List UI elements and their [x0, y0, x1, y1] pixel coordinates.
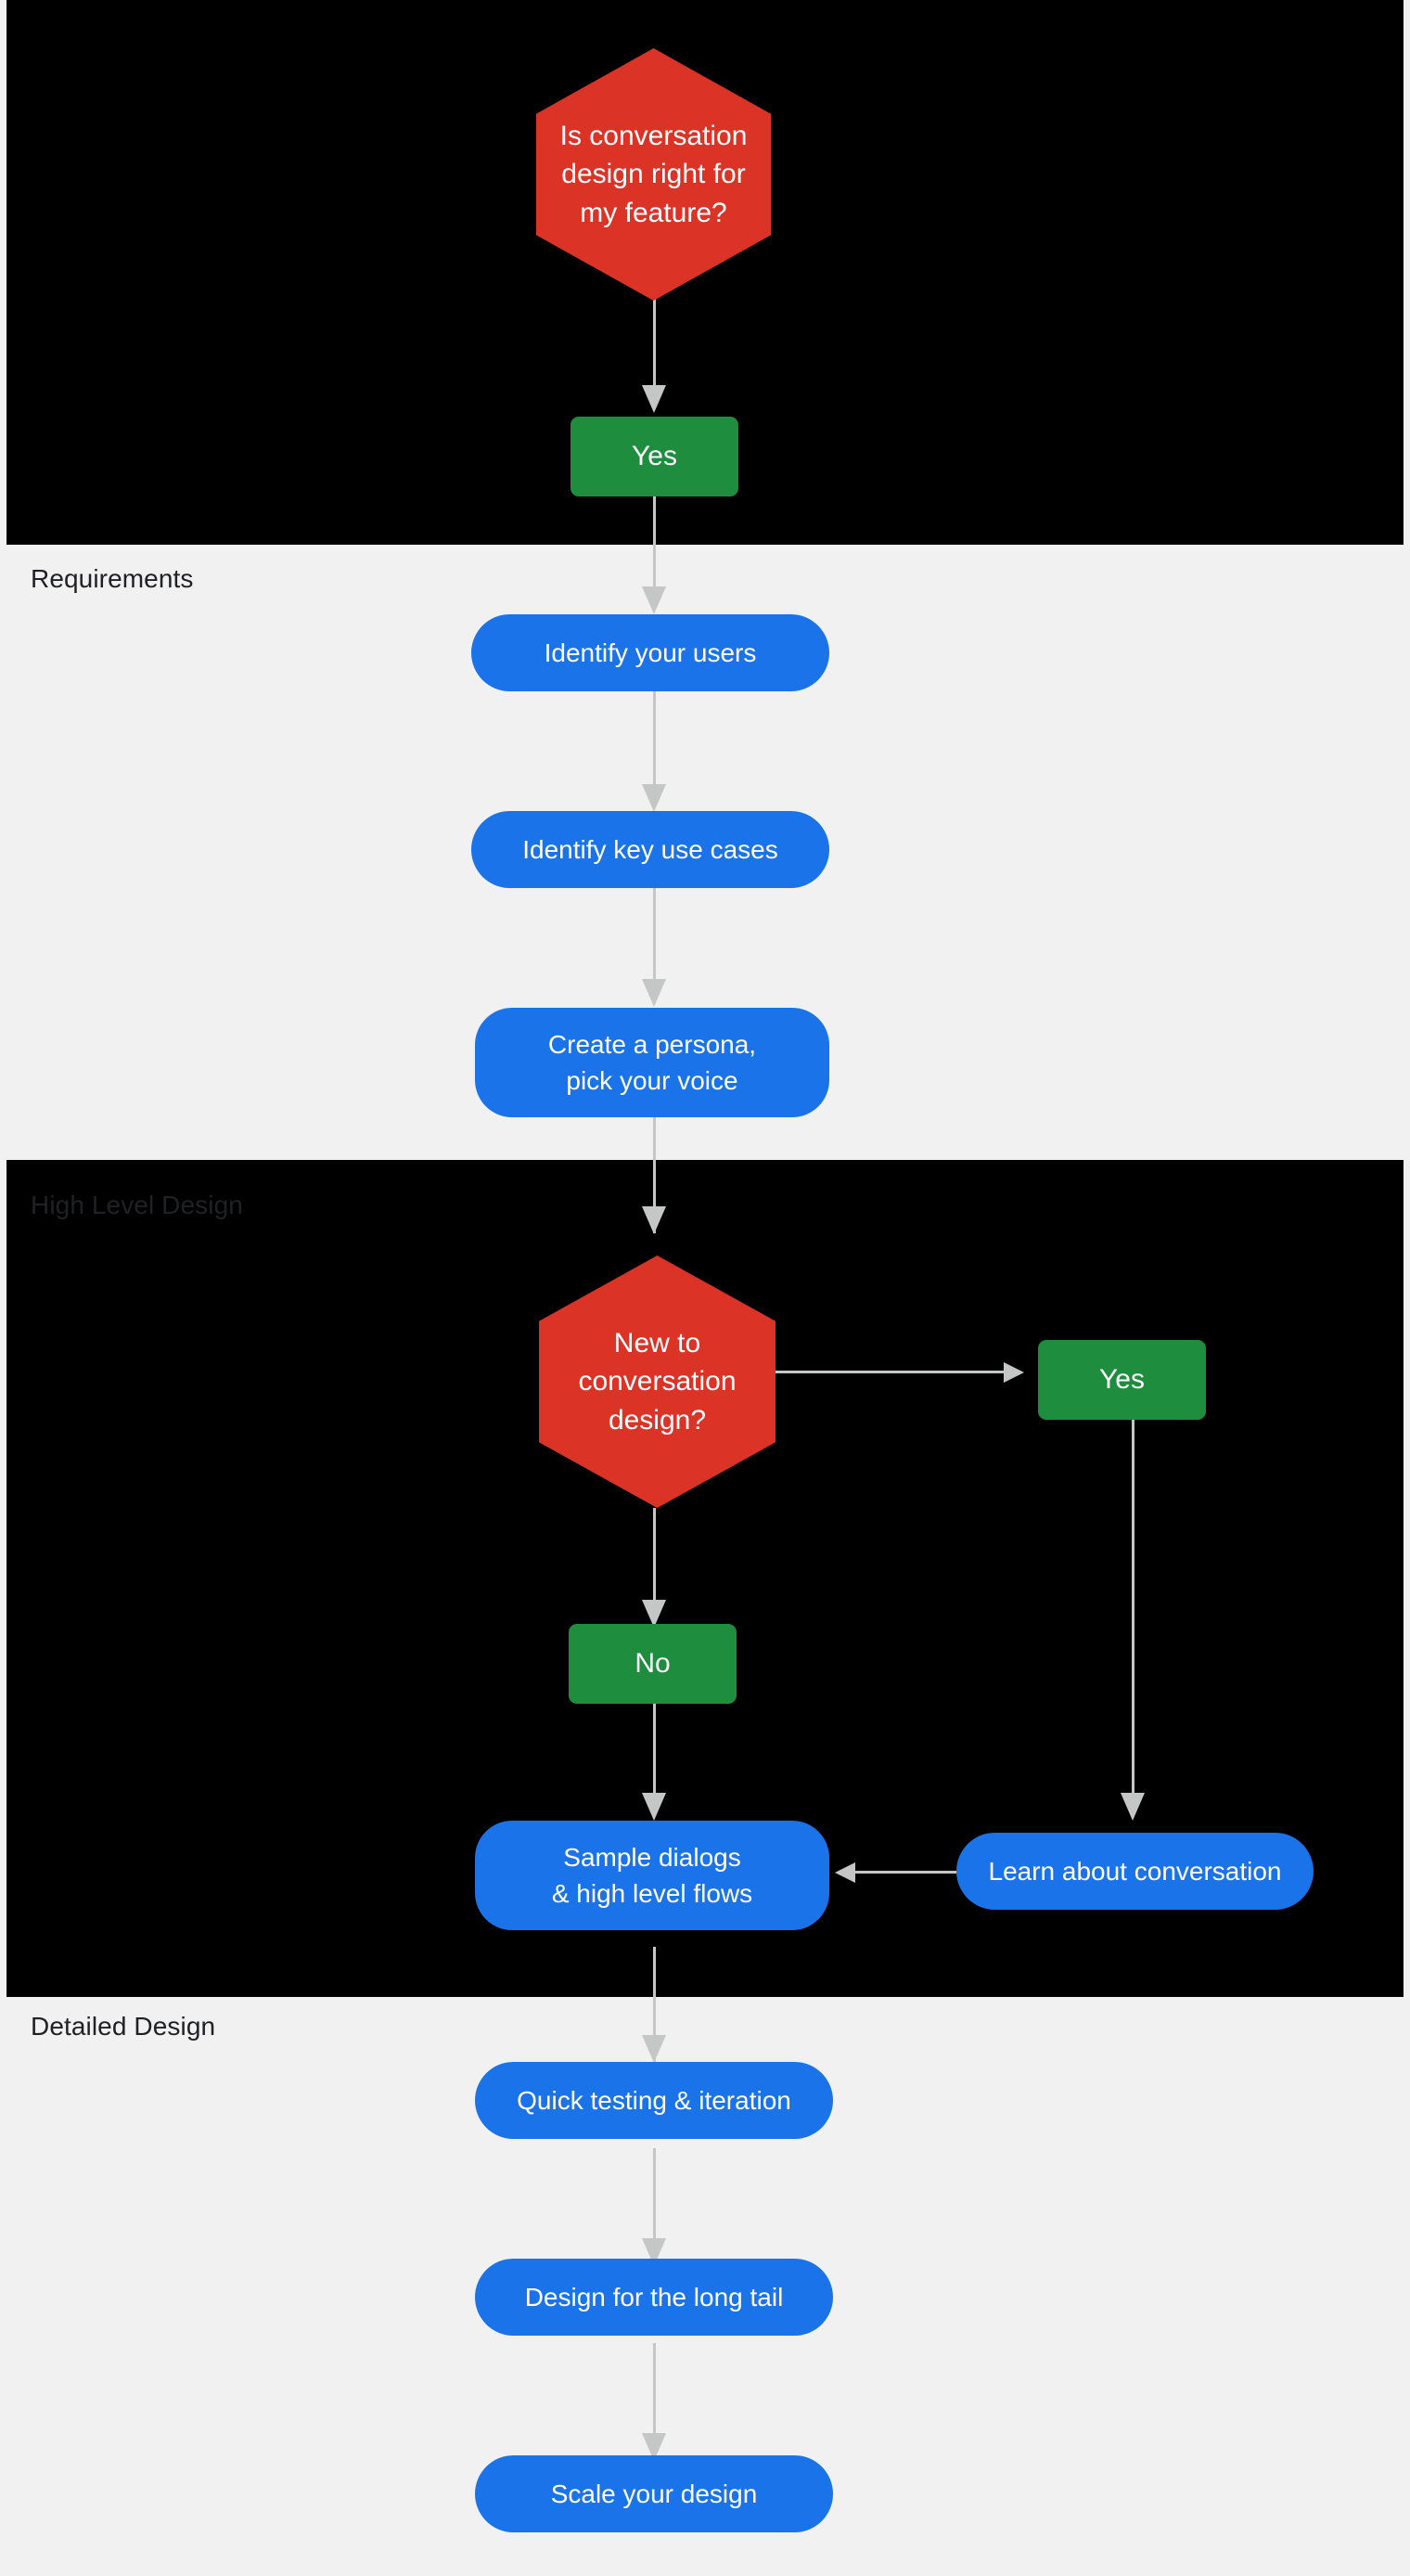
connector-line-yes-to-users — [653, 496, 656, 608]
node-decision-yes-top[interactable]: Yes — [570, 417, 738, 496]
node-step-design-for-the-long-tail[interactable]: Design for the long tail — [475, 2259, 833, 2336]
hex-start-line-1: Is conversation — [559, 120, 748, 151]
sample-dialogs-line-2: & high level flows — [551, 1879, 753, 1908]
node-hexagon-start-text: Is conversation design right for my feat… — [560, 117, 748, 232]
connector-line-longtail-to-scale — [653, 2343, 656, 2454]
hex-start-line-2: design right for — [561, 159, 746, 190]
node-step-sample-dialogs-high-level-flows[interactable]: Sample dialogs & high level flows — [475, 1821, 829, 1930]
left-rail — [0, 0, 6, 2576]
node-create-persona-text: Create a persona, pick your voice — [548, 1026, 756, 1099]
node-hexagon-new-text: New to conversation design? — [578, 1324, 736, 1439]
hex-new-line-3: design? — [608, 1404, 707, 1436]
hex-new-line-1: New to — [613, 1327, 701, 1359]
connector-arrow-cases-to-persona — [642, 979, 666, 1007]
connector-arrow-hexnew-to-yesright — [1004, 1362, 1024, 1383]
create-persona-line-1: Create a persona, — [547, 1029, 757, 1059]
band-label-high-level-design: High Level Design — [31, 1191, 243, 1219]
connector-line-hexnew-to-no — [653, 1508, 656, 1619]
create-persona-line-2: pick your voice — [566, 1066, 738, 1095]
connector-line-persona-to-hexnew — [653, 1117, 656, 1233]
connector-arrow-learn-to-sample — [835, 1862, 855, 1883]
connector-arrow-start-to-yes — [642, 385, 666, 413]
node-step-scale-your-design[interactable]: Scale your design — [475, 2455, 833, 2532]
node-step-quick-testing-iteration[interactable]: Quick testing & iteration — [475, 2062, 833, 2139]
connector-line-sample-to-testing — [653, 1947, 656, 2063]
connector-line-hexnew-to-yesright — [776, 1371, 1009, 1373]
hex-new-line-2: conversation — [578, 1366, 737, 1397]
connector-arrow-yes-to-users — [642, 586, 666, 614]
right-rail — [1404, 0, 1410, 2576]
connector-arrow-sample-to-testing — [642, 2035, 666, 2063]
node-step-identify-your-users[interactable]: Identify your users — [471, 614, 829, 691]
connector-line-testing-to-longtail — [653, 2148, 656, 2260]
connector-line-learn-to-sample — [853, 1871, 972, 1874]
connector-line-start-to-yes — [653, 299, 656, 392]
node-sample-dialogs-text: Sample dialogs & high level flows — [552, 1839, 752, 1912]
band-label-detailed-design: Detailed Design — [31, 2012, 216, 2041]
connector-line-users-to-cases — [653, 691, 656, 803]
hex-start-line-3: my feature? — [580, 197, 727, 228]
connector-line-cases-to-persona — [653, 888, 656, 999]
node-decision-no[interactable]: No — [569, 1624, 737, 1704]
sample-dialogs-line-1: Sample dialogs — [563, 1842, 741, 1872]
connector-line-yesright-to-learn — [1132, 1420, 1134, 1814]
connector-arrow-no-to-sample — [642, 1793, 666, 1821]
connector-arrow-hexnew-to-no — [642, 1600, 666, 1628]
node-decision-yes-right[interactable]: Yes — [1038, 1340, 1206, 1420]
band-label-requirements: Requirements — [31, 564, 194, 593]
node-step-create-persona-pick-voice[interactable]: Create a persona, pick your voice — [475, 1008, 829, 1117]
connector-arrow-persona-to-hexnew — [642, 1206, 666, 1234]
node-step-identify-key-use-cases[interactable]: Identify key use cases — [471, 811, 829, 888]
connector-arrow-users-to-cases — [642, 784, 666, 812]
connector-arrow-yesright-to-learn — [1121, 1793, 1145, 1821]
connector-line-no-to-sample — [653, 1704, 656, 1815]
node-step-learn-about-conversation[interactable]: Learn about conversation — [956, 1833, 1314, 1910]
